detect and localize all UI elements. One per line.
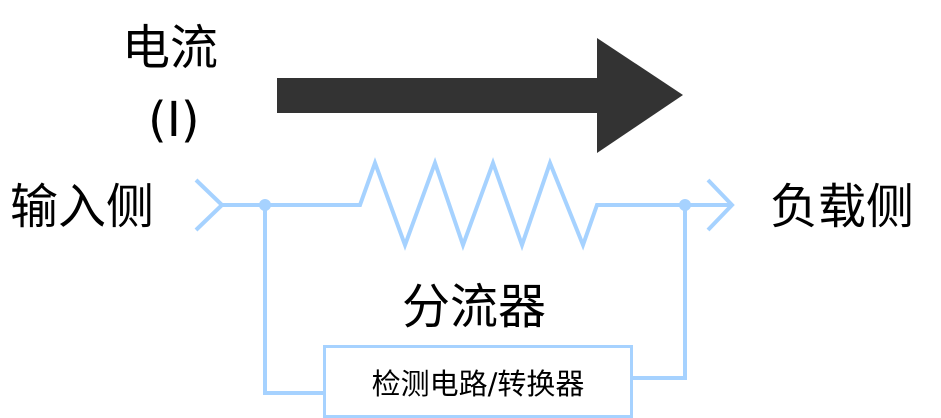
input-side-label: 输入侧: [10, 179, 155, 235]
shunt-resistor-wire: [222, 157, 732, 252]
load-side-label: 负载侧: [770, 179, 915, 235]
current-label: 电流: [122, 20, 219, 76]
input-terminal-icon: [194, 178, 225, 232]
current-symbol: (I): [148, 92, 200, 148]
junction-dot-right: [679, 199, 691, 211]
junction-dot-left: [259, 199, 271, 211]
arrow-head: [597, 38, 683, 153]
detector-label: 检测电路/转换器: [371, 366, 585, 401]
arrow-shaft: [277, 78, 599, 113]
current-arrow: [277, 38, 683, 153]
shunt-label: 分流器: [402, 279, 547, 335]
sense-wire-right: [628, 205, 687, 380]
detector-box: 检测电路/转换器: [323, 345, 633, 418]
sense-wire-left: [263, 205, 324, 395]
